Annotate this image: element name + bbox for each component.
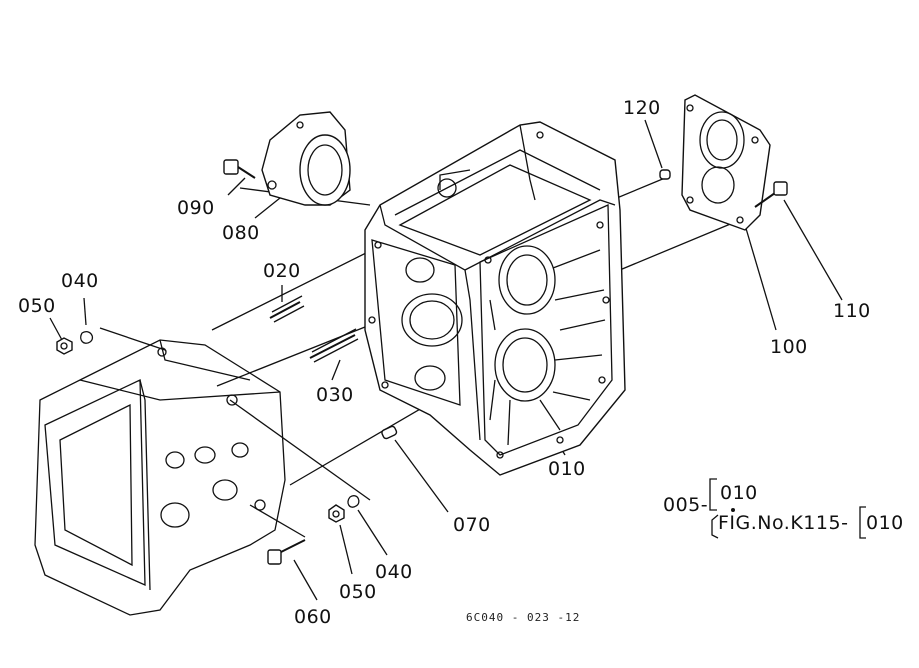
- stud-020: [269, 295, 305, 323]
- bearing-cover-080: [261, 111, 351, 206]
- rear-cover-100: [681, 94, 771, 231]
- transmission-case-010: [364, 121, 626, 476]
- label-part-020: 020: [263, 260, 301, 282]
- label-part-120: 120: [623, 97, 661, 119]
- stud-030: [309, 328, 359, 363]
- label-part-050-left: 050: [18, 295, 56, 317]
- group-prefix: 005-: [663, 494, 709, 516]
- reference-bracket: [709, 478, 866, 539]
- bolt-110: [754, 181, 788, 208]
- washer-040-bottom: [347, 495, 360, 508]
- label-part-070: 070: [453, 514, 491, 536]
- drawing-number: 6C040 - 023 -12: [466, 611, 581, 624]
- label-part-100: 100: [770, 336, 808, 358]
- pin-120: [659, 169, 671, 180]
- group-code: 010: [720, 482, 758, 504]
- bolt-060: [267, 539, 306, 565]
- label-part-040-left: 040: [61, 270, 99, 292]
- fig-number-label: FIG.No.K115-: [718, 512, 849, 534]
- front-housing: [34, 339, 286, 616]
- washer-040-left: [80, 331, 94, 344]
- label-part-090: 090: [177, 197, 215, 219]
- nut-050-bottom: [328, 504, 345, 523]
- nut-050-left: [56, 337, 73, 355]
- fig-code: 010: [866, 512, 904, 534]
- label-part-010: 010: [548, 458, 586, 480]
- label-part-040-bottom: 040: [375, 561, 413, 583]
- pin-070: [381, 425, 398, 440]
- bolt-090: [223, 159, 256, 179]
- label-part-050-bottom: 050: [339, 581, 377, 603]
- label-part-060: 060: [294, 606, 332, 628]
- label-part-080: 080: [222, 222, 260, 244]
- label-part-030: 030: [316, 384, 354, 406]
- label-part-110: 110: [833, 300, 871, 322]
